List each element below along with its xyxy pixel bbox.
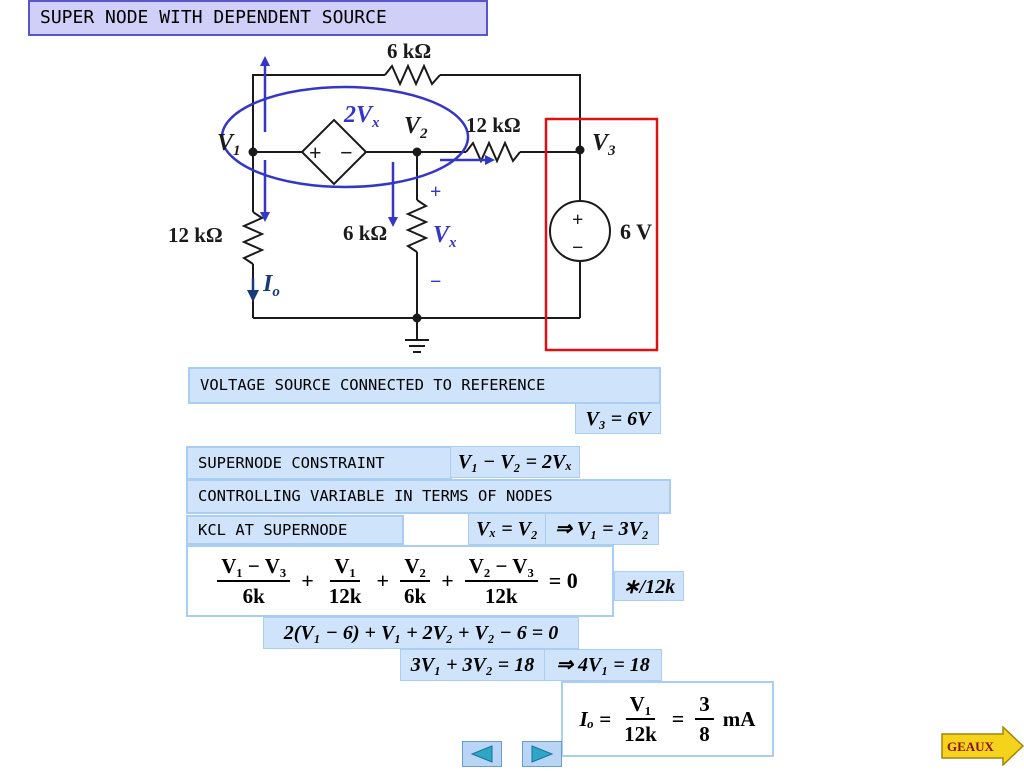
- label-dep-source: 2Vx: [343, 102, 380, 131]
- note-supernode-constraint: SUPERNODE CONSTRAINT: [186, 446, 452, 480]
- frac-io-2: 3 8: [695, 690, 714, 748]
- note-kcl: KCL AT SUPERNODE: [186, 515, 404, 545]
- frac-den: 12k: [484, 584, 518, 608]
- src-minus: −: [572, 237, 583, 259]
- eq-expanded: 2(V₁ − 6) + V₁ + 2V₂ + V₂ − 6 = 0: [263, 617, 579, 649]
- equals-zero: = 0: [548, 568, 578, 593]
- label-r-center: 6 kΩ: [343, 221, 387, 245]
- frac-term-2: V₁ 12k: [325, 552, 366, 610]
- slide-title: SUPER NODE WITH DEPENDENT SOURCE: [28, 0, 488, 36]
- arrow-down-icon: [388, 217, 398, 227]
- dep-minus: −: [340, 140, 353, 165]
- eq-implies-4v1: ⇒ 4V₁ = 18: [544, 649, 662, 681]
- dep-plus: +: [309, 140, 322, 165]
- frac-den: 6k: [404, 584, 427, 608]
- frac-den: 8: [699, 722, 710, 746]
- src-plus: +: [572, 209, 583, 231]
- arrow-down-icon: [260, 212, 270, 222]
- triangle-left-icon: [470, 745, 493, 763]
- circuit-diagram: 6 kΩ V1 V2 12 kΩ V3 12 kΩ 6 kΩ 6 V Io + …: [168, 39, 659, 353]
- frac-num: 3: [695, 690, 714, 720]
- vx-plus: +: [430, 181, 441, 203]
- io-lhs: Iₒ =: [579, 706, 612, 731]
- label-io: Io: [262, 271, 280, 300]
- prev-button[interactable]: [462, 741, 502, 767]
- equals-sign: =: [671, 706, 685, 731]
- label-v2: V2: [404, 113, 428, 142]
- geaux-arrow-icon: GEAUX: [941, 725, 1024, 767]
- frac-num: V₁: [625, 690, 656, 720]
- frac-den: 12k: [624, 722, 657, 746]
- frac-num: V₂ − V₃: [464, 552, 538, 582]
- label-r-top: 6 kΩ: [387, 39, 431, 63]
- node-v1: [248, 147, 258, 157]
- node-v2: [412, 147, 422, 157]
- wire-top: [252, 74, 385, 152]
- resistor-mid: [465, 140, 521, 164]
- note-voltage-source: VOLTAGE SOURCE CONNECTED TO REFERENCE: [188, 367, 661, 404]
- frac-term-4: V₂ − V₃ 12k: [464, 552, 538, 610]
- eq-sum: 3V₁ + 3V₂ = 18: [400, 649, 545, 681]
- supernode-ellipse: [220, 85, 470, 189]
- wire-top-right: [440, 74, 581, 150]
- node-ground: [412, 313, 422, 323]
- arrow-right-icon: [485, 155, 495, 165]
- eq-implies-v1: ⇒ V₁ = 3V₂: [545, 513, 659, 545]
- eq-constraint: V₁ − V₂ = 2Vₓ: [450, 446, 580, 478]
- frac-num: V₁ − V₃: [217, 552, 291, 582]
- label-v1: V1: [217, 130, 241, 159]
- geaux-label: GEAUX: [947, 739, 995, 754]
- label-r-mid: 12 kΩ: [466, 113, 521, 137]
- eq-v3: V₃ = 6V: [575, 403, 661, 434]
- frac-term-3: V₂ 6k: [400, 552, 430, 610]
- dependent-source: [300, 118, 368, 186]
- resistor-top: [384, 63, 441, 87]
- resistor-center: [405, 199, 429, 253]
- label-vx: Vx: [433, 222, 457, 251]
- resistor-left: [241, 211, 265, 265]
- label-v3: V3: [592, 130, 616, 159]
- frac-term-1: V₁ − V₃ 6k: [217, 552, 291, 610]
- vx-minus: −: [430, 271, 441, 293]
- frac-num: V₁: [330, 552, 360, 582]
- eq-multiply: ∗/12k: [614, 571, 684, 601]
- geaux-button[interactable]: GEAUX: [941, 725, 1024, 767]
- next-button[interactable]: [522, 741, 562, 767]
- eq-kcl: V₁ − V₃ 6k + V₁ 12k + V₂ 6k + V₂ − V₃ 12…: [186, 545, 614, 617]
- arrow-up-icon: [260, 56, 270, 66]
- eq-vx: Vₓ = V₂: [468, 513, 546, 545]
- voltage-source-highlight: [544, 117, 659, 352]
- frac-den: 12k: [328, 584, 362, 608]
- plus-sign: +: [376, 568, 389, 593]
- io-unit: mA: [722, 706, 756, 731]
- label-r-left: 12 kΩ: [168, 223, 223, 247]
- plus-sign: +: [441, 568, 454, 593]
- io-arrow-icon: [247, 290, 259, 302]
- triangle-right-icon: [531, 745, 554, 763]
- eq-io: Iₒ = V₁ 12k = 3 8 mA: [561, 681, 774, 757]
- label-6v: 6 V: [620, 219, 652, 244]
- frac-num: V₂: [400, 552, 430, 582]
- plus-sign: +: [301, 568, 314, 593]
- frac-io-1: V₁ 12k: [620, 690, 661, 748]
- node-v3: [575, 145, 585, 155]
- frac-den: 6k: [242, 584, 265, 608]
- note-controlling-variable: CONTROLLING VARIABLE IN TERMS OF NODES: [186, 479, 671, 514]
